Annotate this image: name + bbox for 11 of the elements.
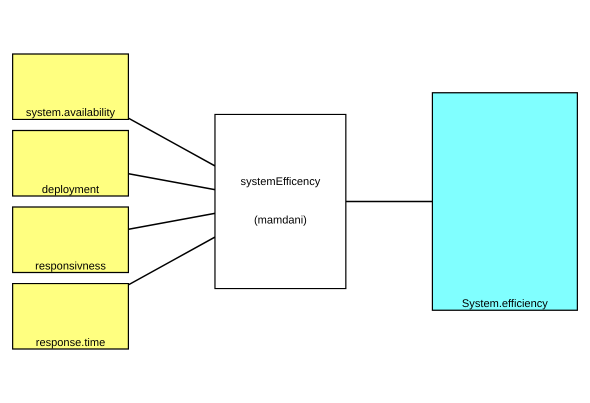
- node-box: responsivness: [12, 206, 129, 274]
- node-box: System.efficiency: [432, 92, 578, 311]
- node-box: response.time: [12, 282, 129, 350]
- connector: [128, 212, 215, 230]
- connector: [128, 236, 216, 286]
- node-box: deployment: [12, 130, 129, 197]
- node-box: system.availability: [12, 53, 129, 120]
- connector: [128, 118, 216, 166]
- connector: [346, 200, 432, 202]
- node-box: systemEfficency (mamdani): [214, 114, 346, 290]
- connector: [128, 173, 215, 190]
